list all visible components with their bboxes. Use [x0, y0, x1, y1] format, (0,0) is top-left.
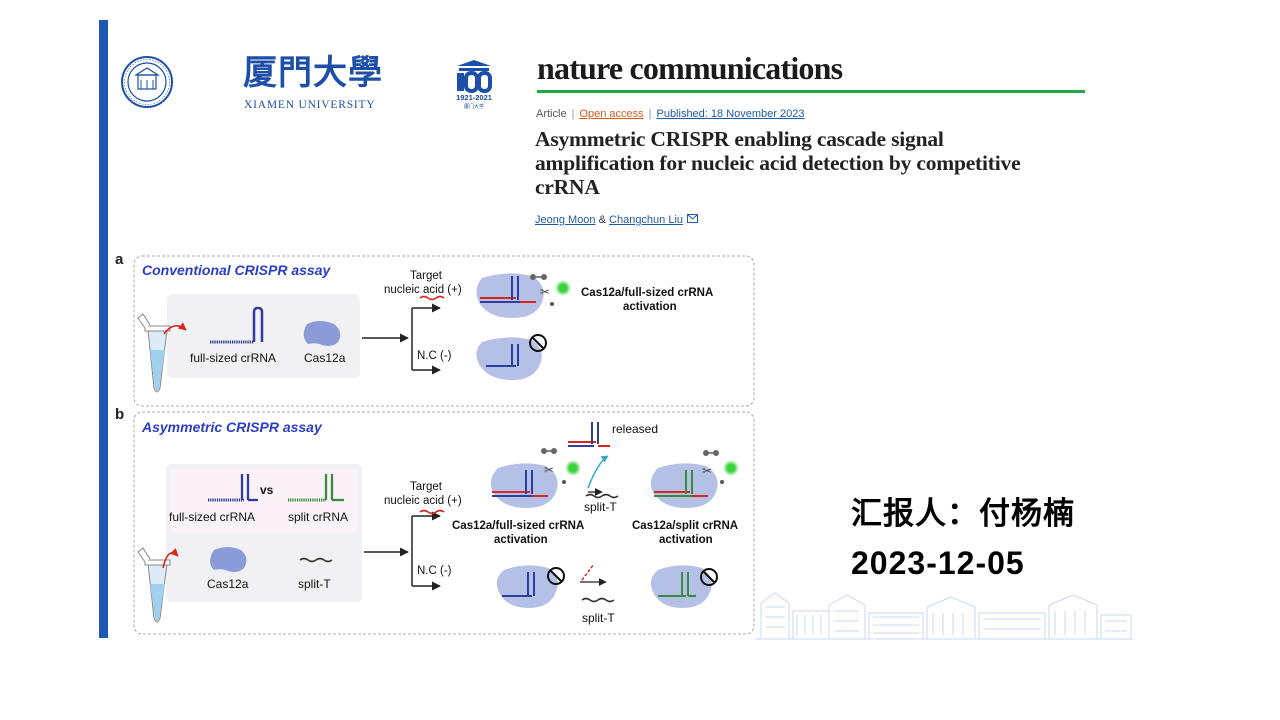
- tube-icon: [137, 547, 179, 623]
- crrna-icon: [210, 306, 264, 344]
- centennial-years: 1921-2021: [456, 93, 492, 102]
- reporter-name: 汇报人：付杨楠: [851, 496, 1075, 531]
- activated-complex-icon: ✂: [476, 273, 571, 318]
- journal-name: nature communications: [537, 50, 843, 86]
- panel-b-crrna-label: full-sized crRNA: [169, 510, 255, 524]
- author-separator: &: [598, 214, 606, 226]
- campus-building-watermark: [755, 592, 1133, 640]
- panel-a-reagent-box: [167, 294, 360, 378]
- split-t-bottom-label: split-T: [582, 611, 615, 625]
- paper-title: Asymmetric CRISPR enabling cascade signa…: [535, 127, 1021, 199]
- university-name-cn: 厦門大學: [243, 53, 383, 93]
- crrna-icon: [208, 474, 258, 502]
- crispr-assay-figure: a Conventional CRISPR assay full-sized c…: [115, 251, 755, 635]
- svg-text:✂: ✂: [702, 464, 712, 478]
- university-name-en: XIAMEN UNIVERSITY: [244, 99, 376, 111]
- panel-a-title: Conventional CRISPR assay: [142, 262, 331, 278]
- inactive-complex-icon: [496, 565, 565, 608]
- centennial-logo-icon: 1921-2021 厦门大学: [456, 60, 492, 110]
- panel-a-letter: a: [115, 251, 124, 268]
- email-icon[interactable]: [687, 214, 699, 223]
- journal-underline: [537, 90, 1085, 93]
- author-list: Jeong Moon & Changchun Liu: [535, 214, 699, 226]
- article-type: Article: [536, 108, 567, 120]
- panel-a-nc-label: N.C (-): [417, 350, 452, 362]
- split-t-icon: [299, 557, 333, 563]
- panel-a-crrna-label: full-sized crRNA: [190, 351, 276, 365]
- open-access-link[interactable]: Open access: [579, 108, 644, 120]
- panel-b-target-label: Target: [410, 481, 443, 493]
- panel-a-result-line1: Cas12a/full-sized crRNA: [581, 287, 713, 299]
- panel-a-target-label-2: nucleic acid (+): [384, 284, 462, 296]
- panel-b-split-label: split crRNA: [288, 510, 348, 524]
- presentation-date: 2023-12-05: [851, 545, 1025, 581]
- panel-b-nc-label: N.C (-): [417, 565, 452, 577]
- cas12a-icon: [210, 547, 247, 572]
- activated-complex-icon: ✂: [490, 448, 581, 508]
- versus-label: vs: [260, 483, 274, 497]
- panel-b-split-result-line1: Cas12a/split crRNA: [632, 520, 738, 532]
- panel-b-competition-box: [170, 469, 358, 533]
- panel-b-frame: [133, 411, 755, 635]
- article-meta: Article|Open access|Published: 18 Novemb…: [536, 108, 805, 120]
- svg-text:✂: ✂: [540, 285, 550, 299]
- published-date-link[interactable]: Published: 18 November 2023: [656, 108, 805, 120]
- released-label: released: [612, 422, 658, 436]
- activated-split-complex-icon: ✂: [650, 450, 739, 508]
- svg-text:✂: ✂: [544, 463, 554, 477]
- panel-b-full-result-line2: activation: [494, 534, 548, 546]
- cas12a-icon: [303, 321, 341, 346]
- panel-a-target-label: Target: [410, 270, 443, 282]
- panel-a-frame: [133, 255, 755, 407]
- inactive-split-complex-icon: [650, 565, 718, 608]
- university-seal-icon: [121, 56, 173, 108]
- author-link[interactable]: Changchun Liu: [609, 214, 684, 226]
- split-t-released-label: split-T: [584, 500, 617, 514]
- left-accent-bar: [99, 20, 108, 638]
- tube-icon: [137, 313, 187, 393]
- released-strand-icon: [568, 422, 610, 447]
- inactive-complex-icon: [476, 334, 547, 380]
- panel-b-letter: b: [115, 406, 124, 423]
- panel-b-split-t-label: split-T: [298, 577, 331, 591]
- split-crrna-icon: [288, 474, 344, 502]
- panel-b-full-result-line1: Cas12a/full-sized crRNA: [452, 520, 584, 532]
- author-link[interactable]: Jeong Moon: [535, 214, 596, 226]
- panel-b-target-label-2: nucleic acid (+): [384, 495, 462, 507]
- panel-a-result-line2: activation: [623, 301, 677, 313]
- panel-b-title: Asymmetric CRISPR assay: [141, 419, 323, 435]
- centennial-small-text: 厦门大学: [464, 103, 484, 110]
- panel-b-enzyme-label: Cas12a: [207, 577, 249, 591]
- panel-a-enzyme-label: Cas12a: [304, 351, 346, 365]
- panel-b-split-result-line2: activation: [659, 534, 713, 546]
